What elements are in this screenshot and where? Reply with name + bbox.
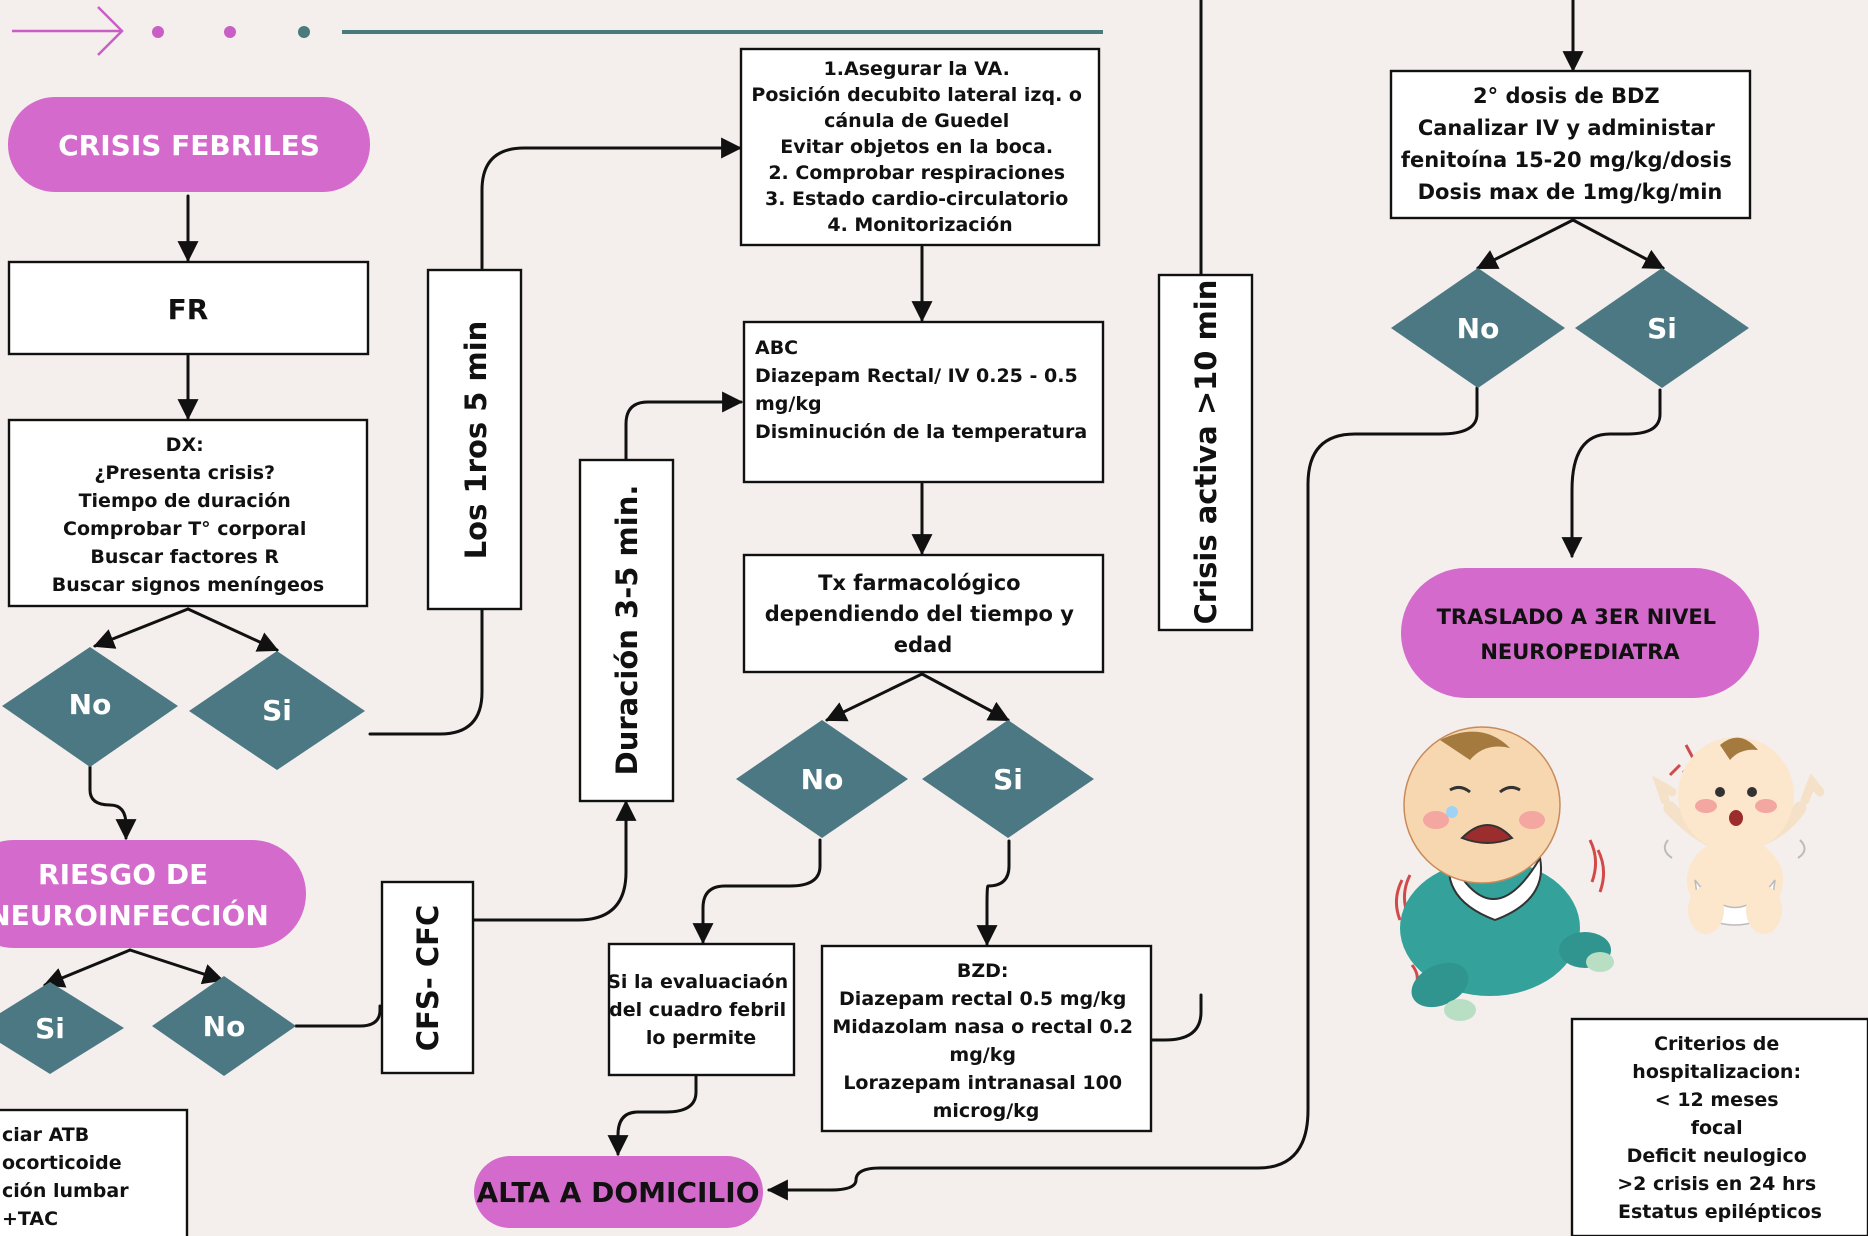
va-box-text: 1.Asegurar la VA. Posición decubito late… xyxy=(751,58,1088,236)
bdz2-decision-no: No xyxy=(1391,268,1565,388)
startled-baby-illustration xyxy=(1651,737,1825,934)
label-duracion-3-5-min: Duración 3-5 min. xyxy=(578,458,675,803)
svg-text:Los 1ros 5 min: Los 1ros 5 min xyxy=(459,321,493,560)
tx-decision-no: No xyxy=(736,720,908,838)
fr-box: FR xyxy=(7,260,370,356)
criterios-box: Criterios de hospitalizacion: < 12 meses… xyxy=(1570,1017,1868,1236)
label-primeros-5-min: Los 1ros 5 min xyxy=(426,268,523,611)
tx-decision-si: Si xyxy=(922,720,1094,838)
svg-text:No: No xyxy=(69,688,112,721)
header-decoration xyxy=(12,6,1103,56)
bzd-box: BZD: Diazepam rectal 0.5 mg/kg Midazolam… xyxy=(820,944,1153,1133)
start-pill: CRISIS FEBRILES xyxy=(8,97,370,192)
dx-box-text: DX: ¿Presenta crisis? Tiempo de duración… xyxy=(52,434,324,596)
atb-box-text: ciar ATB ocorticoide ción lumbar +TAC xyxy=(2,1124,135,1230)
abc-box-text: ABC Diazepam Rectal/ IV 0.25 - 0.5 mg/kg… xyxy=(755,337,1087,443)
fr-label: FR xyxy=(168,293,209,326)
tx-box-text: Tx farmacológico dependiendo del tiempo … xyxy=(765,571,1082,657)
eval-box: Si la evaluaciaón del cuadro febril lo p… xyxy=(607,942,796,1077)
eval-box-text: Si la evaluaciaón del cuadro febril lo p… xyxy=(607,971,795,1049)
criterios-box-text: Criterios de hospitalizacion: < 12 meses… xyxy=(1617,1033,1823,1223)
alta-label: ALTA A DOMICILIO xyxy=(477,1176,760,1209)
crying-baby-illustration xyxy=(1395,726,1614,1021)
svg-text:Crisis activa >10 min: Crisis activa >10 min xyxy=(1189,280,1223,625)
bdz2-box: 2° dosis de BDZ Canalizar IV y administa… xyxy=(1389,69,1752,220)
riesgo-label: RIESGO DE NEUROINFECCIÓN xyxy=(0,858,269,932)
start-label: CRISIS FEBRILES xyxy=(58,129,320,162)
bdz2-box-text: 2° dosis de BDZ Canalizar IV y administa… xyxy=(1401,84,1739,204)
dx-box: DX: ¿Presenta crisis? Tiempo de duración… xyxy=(7,418,369,608)
svg-text:Si: Si xyxy=(993,763,1023,796)
connectors xyxy=(43,0,1665,1201)
abc-box: ABC Diazepam Rectal/ IV 0.25 - 0.5 mg/kg… xyxy=(742,320,1105,484)
svg-text:No: No xyxy=(801,763,844,796)
bzd-box-text: BZD: Diazepam rectal 0.5 mg/kg Midazolam… xyxy=(832,960,1139,1122)
tx-box: Tx farmacológico dependiendo del tiempo … xyxy=(742,553,1105,674)
riesgo-pill: RIESGO DE NEUROINFECCIÓN xyxy=(0,840,306,948)
label-cfs-cfc: CFS- CFC xyxy=(380,880,475,1075)
bdz2-decision-si: Si xyxy=(1575,268,1749,388)
arrow-right-icon xyxy=(12,6,124,56)
svg-text:CFS- CFC: CFS- CFC xyxy=(411,905,445,1052)
va-box: 1.Asegurar la VA. Posición decubito late… xyxy=(739,47,1101,247)
svg-text:Si: Si xyxy=(35,1012,65,1045)
svg-text:Si: Si xyxy=(262,694,292,727)
svg-text:No: No xyxy=(203,1010,246,1043)
dot-icon xyxy=(224,26,236,38)
svg-text:No: No xyxy=(1457,312,1500,345)
riesgo-decision-si: Si xyxy=(0,982,124,1074)
dot-icon xyxy=(298,26,310,38)
traslado-pill: TRASLADO A 3ER NIVEL NEUROPEDIATRA xyxy=(1401,568,1759,698)
svg-text:Duración 3-5 min.: Duración 3-5 min. xyxy=(610,485,644,776)
alta-pill: ALTA A DOMICILIO xyxy=(474,1156,763,1228)
dot-icon xyxy=(152,26,164,38)
traslado-label: TRASLADO A 3ER NIVEL NEUROPEDIATRA xyxy=(1437,605,1724,664)
atb-box: ciar ATB ocorticoide ción lumbar +TAC xyxy=(0,1108,189,1236)
label-crisis-activa: Crisis activa >10 min xyxy=(1157,273,1254,632)
svg-text:Si: Si xyxy=(1647,312,1677,345)
dx-decision-si: Si xyxy=(189,651,365,770)
dx-decision-no: No xyxy=(2,647,178,767)
riesgo-decision-no: No xyxy=(152,976,296,1076)
